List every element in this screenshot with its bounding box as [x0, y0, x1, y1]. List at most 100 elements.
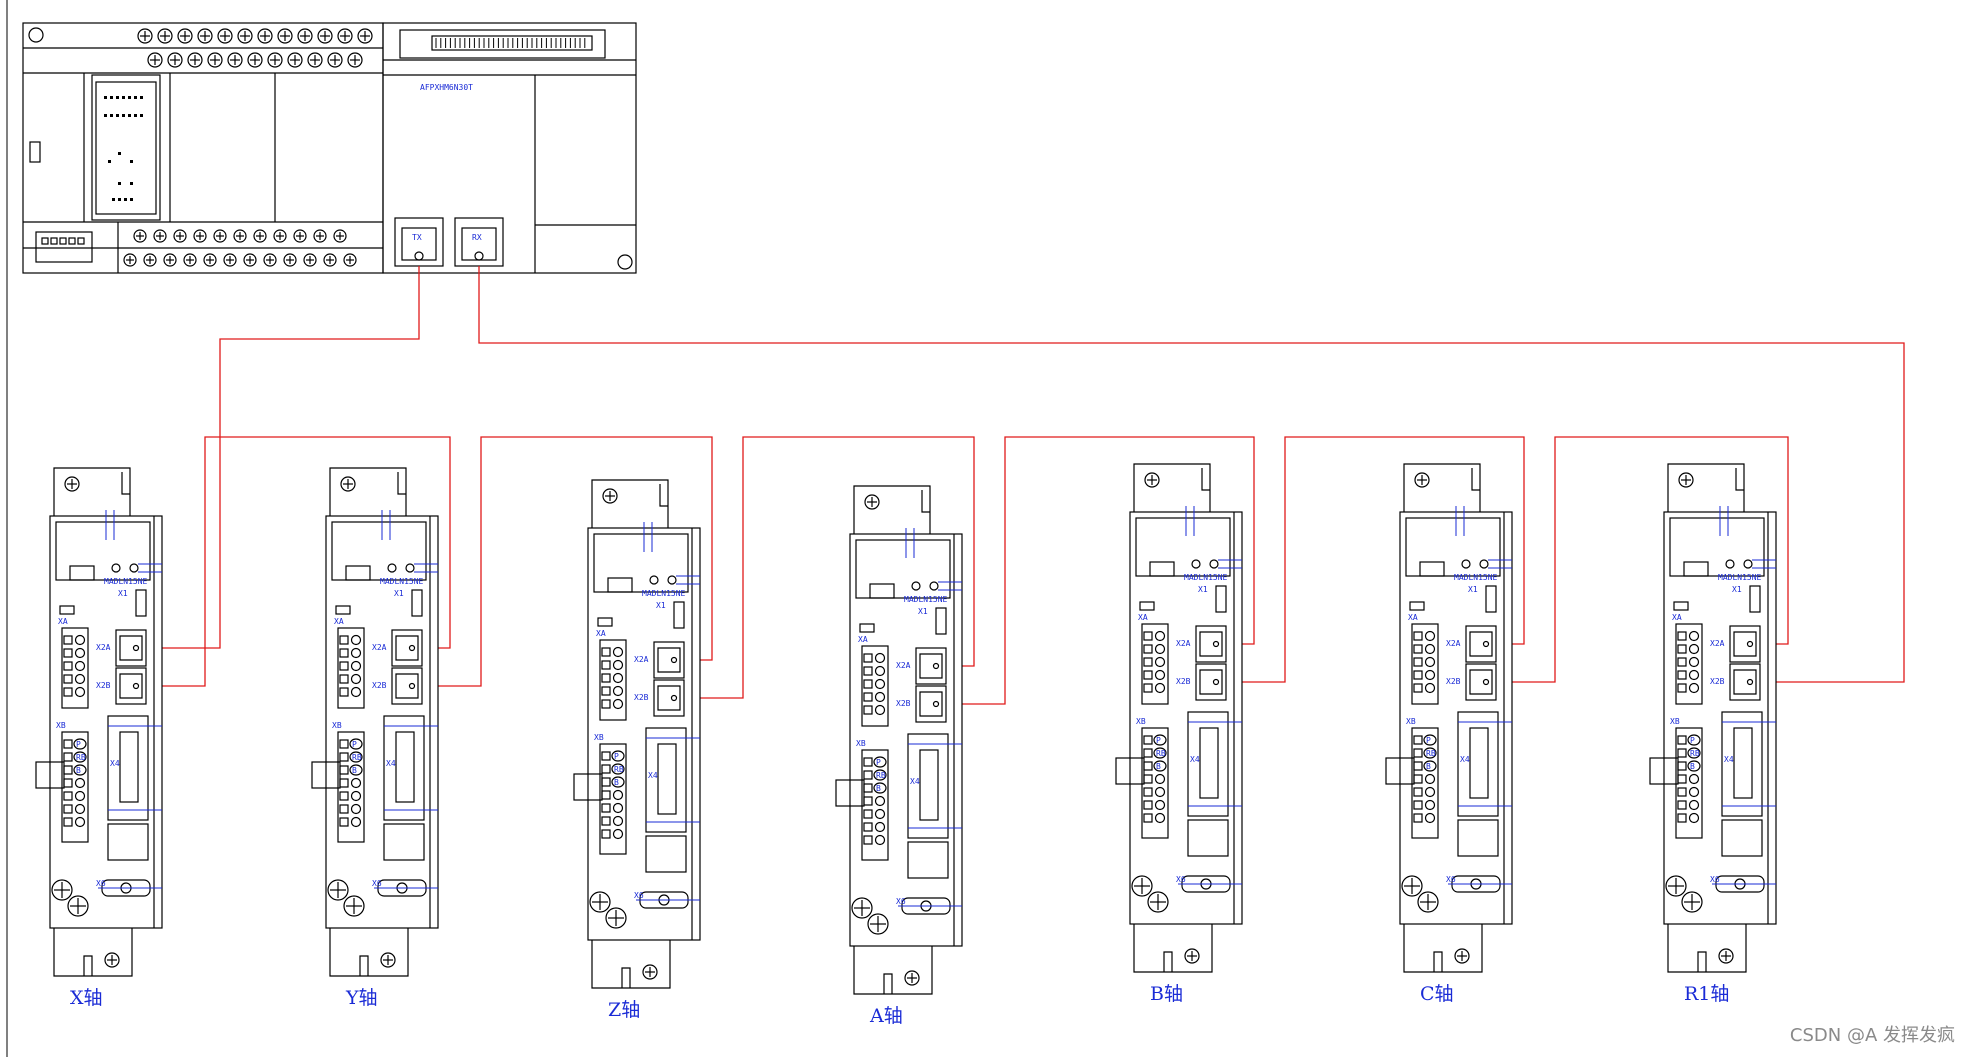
xb-terminal: [612, 815, 624, 827]
xa-terminal: [874, 704, 886, 716]
xa-terminal: [1154, 643, 1166, 655]
xa-terminal: [1154, 630, 1166, 642]
xb-pin: [63, 765, 73, 775]
led-icon: [1209, 559, 1219, 569]
xb-terminal: [74, 777, 86, 789]
x2a-contact: [408, 644, 416, 652]
x2a-label: X2A: [96, 643, 111, 652]
xa-terminal: [74, 647, 86, 659]
x4-label: X4: [1190, 755, 1200, 764]
xa-pin: [1143, 670, 1153, 680]
top-panel: [1135, 517, 1231, 577]
drive-model-label: MADLN15NE: [1184, 573, 1228, 582]
x2b-jack: [919, 691, 943, 717]
led-icon: [1191, 559, 1201, 569]
xa-pin: [1143, 657, 1153, 667]
x4-connector: [1457, 711, 1499, 817]
axis-label: A轴: [869, 1005, 903, 1027]
xb-pin: [863, 809, 873, 819]
xa-pin: [1413, 644, 1423, 654]
xa-terminal: [874, 691, 886, 703]
x4-connector: [107, 715, 149, 821]
wire-tx: [138, 266, 420, 649]
screw-icon: [133, 229, 147, 243]
led-icon: [911, 581, 921, 591]
xa-pin: [1413, 683, 1423, 693]
screw-icon: [213, 229, 227, 243]
x2b-contact: [932, 700, 940, 708]
screw-icon: [207, 52, 223, 68]
top-panel: [55, 521, 151, 581]
xa-connector: [337, 627, 365, 709]
xb-terminal: [1153, 747, 1167, 759]
x2b-contact: [1482, 678, 1490, 686]
lower-window: [383, 823, 425, 861]
xa-pin: [339, 648, 349, 658]
drive-body: [1129, 511, 1243, 925]
xb-connector: [337, 731, 365, 843]
top-bracket: [591, 479, 669, 530]
xa-terminal: [1424, 669, 1436, 681]
xa-connector: [1675, 623, 1703, 705]
x2b-jack: [395, 673, 419, 699]
drive-body: [849, 533, 963, 947]
xa-pin: [863, 692, 873, 702]
xb-pin: [1143, 761, 1153, 771]
x2b-label: X2B: [372, 681, 387, 690]
xa-label: XA: [1408, 613, 1418, 622]
drive-body: [49, 515, 163, 929]
xb-pin: [1413, 787, 1423, 797]
xa-terminal: [1688, 630, 1700, 642]
x4-connector: [1721, 711, 1763, 817]
display-window: [1683, 561, 1709, 577]
xb-pin-label: P: [1426, 736, 1431, 745]
x1-usb-port: [135, 589, 147, 617]
xa-connector: [61, 627, 89, 709]
screw-icon: [104, 952, 120, 968]
xa-terminal: [1424, 630, 1436, 642]
screw-icon: [147, 52, 163, 68]
x2b-jack: [1199, 669, 1223, 695]
xb-pin: [1413, 800, 1423, 810]
xa-pin: [63, 648, 73, 658]
screw-icon: [343, 895, 365, 917]
lower-window: [1457, 819, 1499, 857]
xb-pin: [601, 803, 611, 813]
xb-pin: [1143, 774, 1153, 784]
xa-pin: [601, 647, 611, 657]
led-dot: [134, 96, 137, 99]
xb-terminal: [1423, 734, 1437, 746]
led-dot: [122, 114, 125, 117]
xb-terminal: [350, 803, 362, 815]
x2a-jack: [395, 635, 419, 661]
xb-terminal: [1424, 812, 1436, 824]
x2a-contact: [670, 656, 678, 664]
screw-icon: [123, 253, 137, 267]
screw-icon: [227, 52, 243, 68]
xb-connector: [61, 731, 89, 843]
screw-icon: [327, 52, 343, 68]
xb-terminal: [611, 750, 625, 762]
xb-terminal: [611, 776, 625, 788]
top-bracket: [1133, 463, 1211, 514]
xb-clamp: [311, 761, 341, 789]
xb-pin: [1143, 800, 1153, 810]
xb-terminal: [1687, 747, 1701, 759]
xb-connector: [1141, 727, 1169, 839]
x4-socket: [119, 731, 139, 803]
bottom-bracket: [1403, 922, 1483, 973]
xb-pin: [601, 790, 611, 800]
xb-clamp: [573, 773, 603, 801]
screw-icon: [327, 879, 349, 901]
x4-socket: [919, 749, 939, 821]
xb-terminal: [1423, 760, 1437, 772]
xb-pin: [1413, 735, 1423, 745]
xb-pin-label: B: [352, 766, 357, 775]
xa-terminal: [350, 647, 362, 659]
led-dot: [124, 198, 127, 201]
xa-pin: [1143, 683, 1153, 693]
top-panel: [1669, 517, 1765, 577]
